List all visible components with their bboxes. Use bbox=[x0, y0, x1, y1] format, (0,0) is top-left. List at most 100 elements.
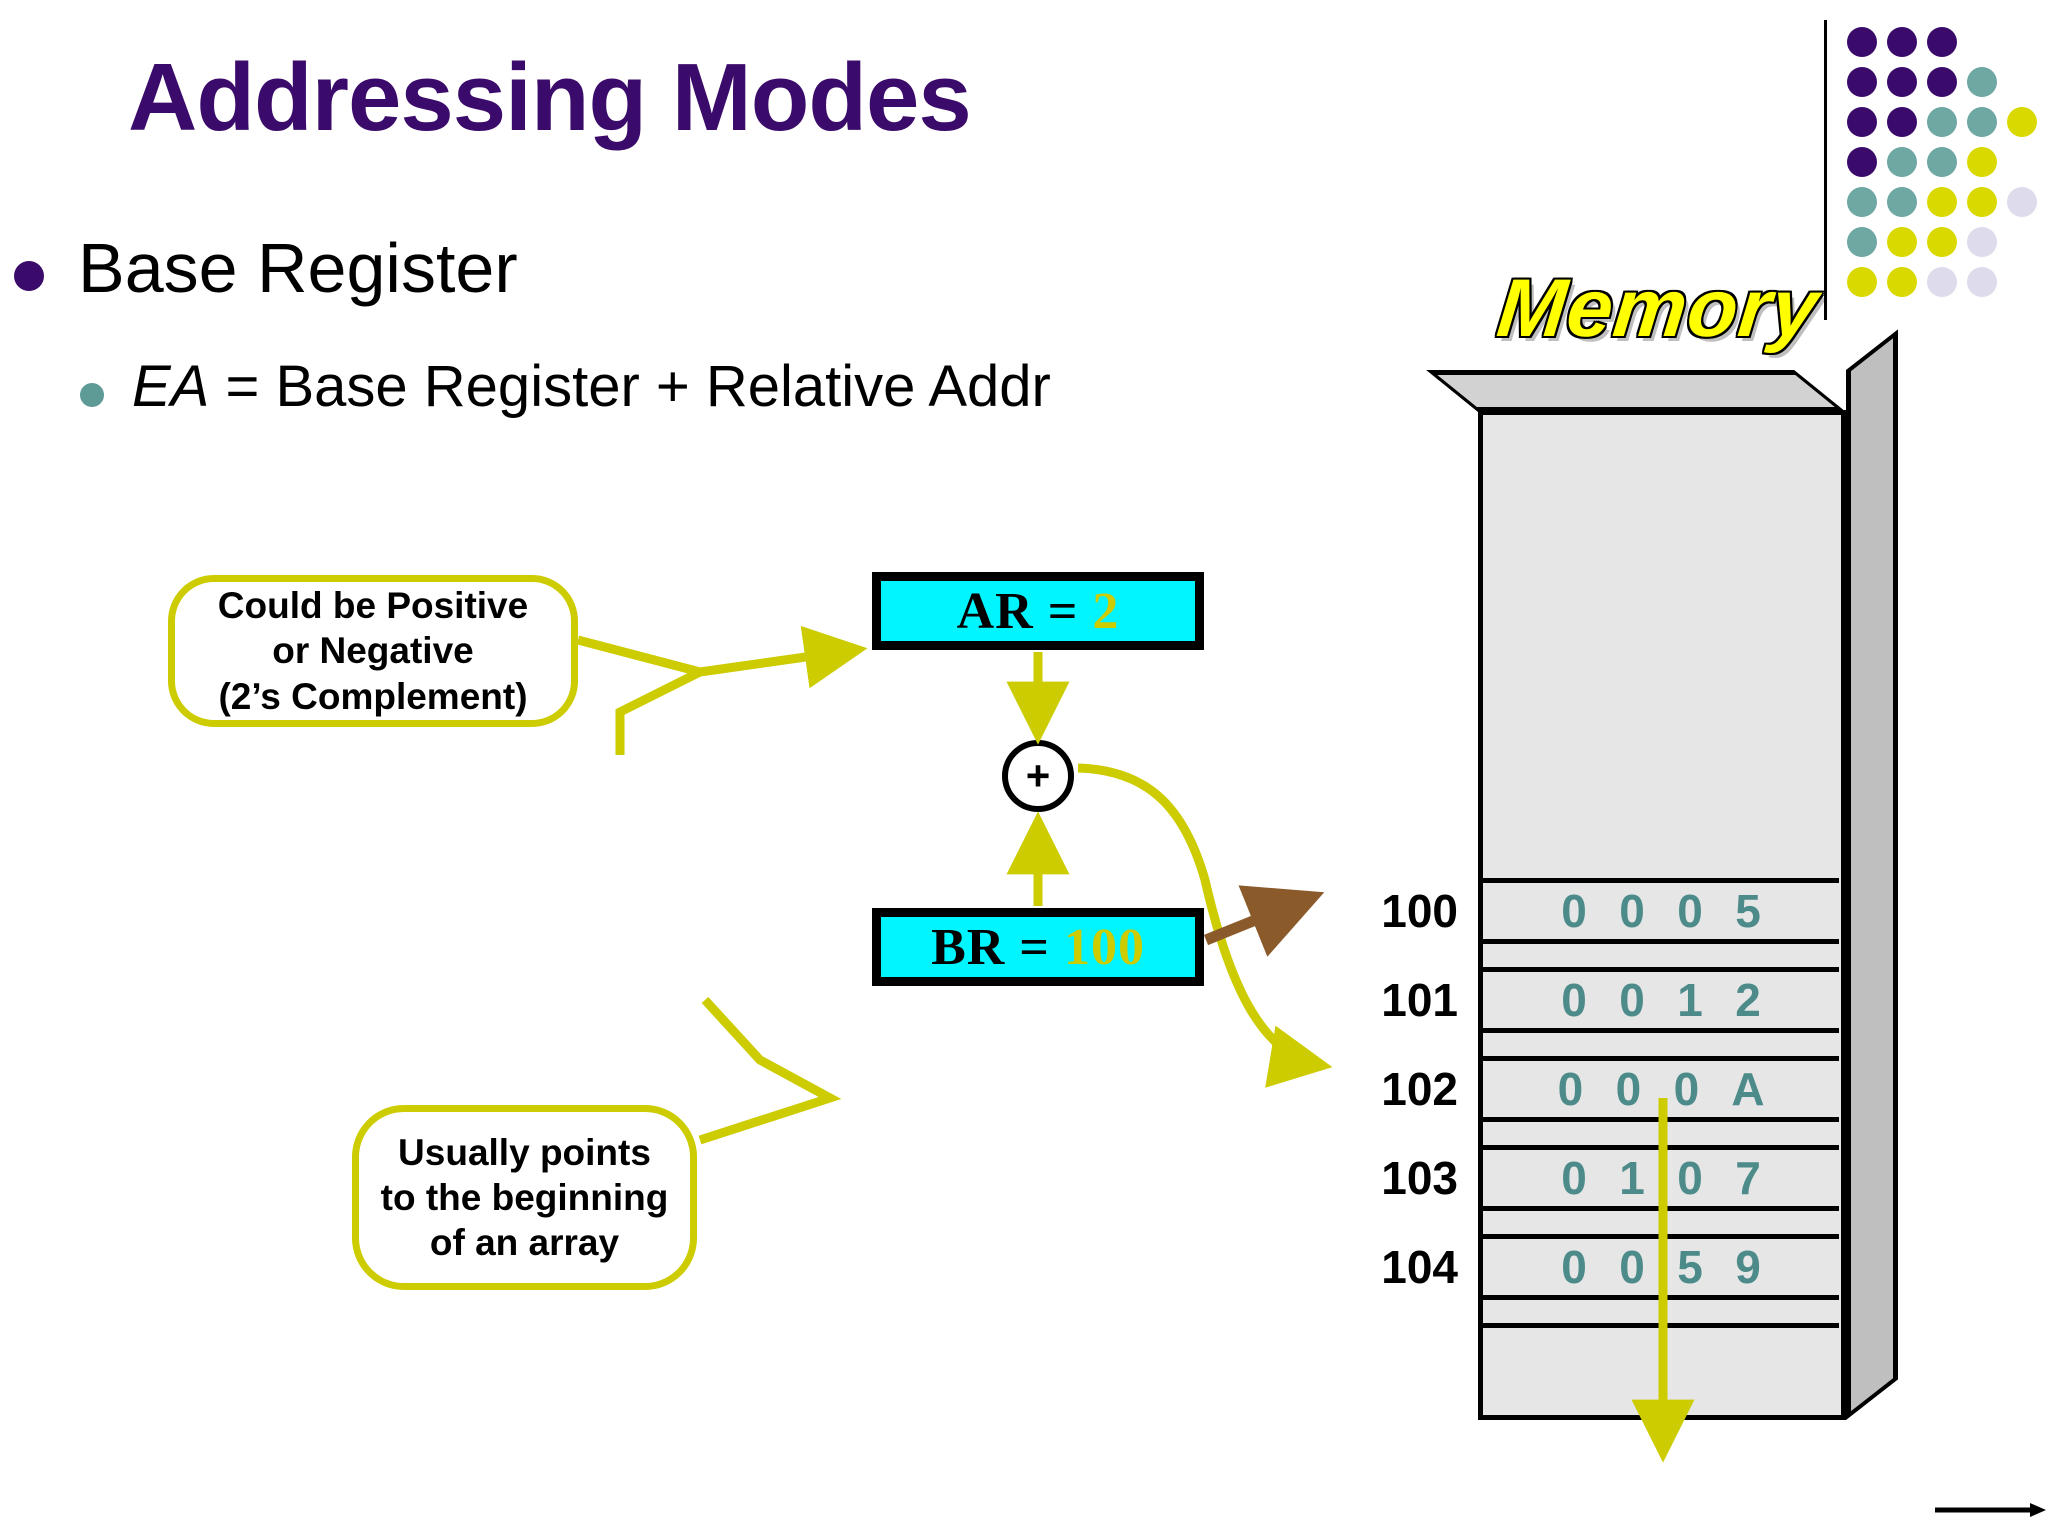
register-ar-value: 2 bbox=[1092, 582, 1120, 640]
memory-nibble: 0 bbox=[1673, 1063, 1700, 1115]
memory-nibble: 1 bbox=[1619, 1152, 1645, 1204]
dot-grid-logo bbox=[1842, 22, 2042, 302]
logo-dot-yellow bbox=[2007, 107, 2037, 137]
logo-dot-row bbox=[1842, 62, 2042, 102]
arrow-br-to-address-100 bbox=[1203, 885, 1325, 957]
memory-nibble: 5 bbox=[1735, 885, 1761, 937]
logo-dot-lavender bbox=[1967, 267, 1997, 297]
callout-line: of an array bbox=[429, 1222, 620, 1264]
logo-dot-purple bbox=[1927, 27, 1957, 57]
callout-line: or Negative bbox=[272, 630, 474, 672]
register-br-value: 100 bbox=[1063, 918, 1145, 976]
logo-dot-teal bbox=[1847, 187, 1877, 217]
logo-dot-yellow bbox=[1927, 227, 1957, 257]
memory-title: Memory bbox=[1493, 263, 1824, 354]
memory-nibble: 0 bbox=[1619, 885, 1645, 937]
memory-cell-blank bbox=[1483, 1323, 1839, 1389]
callout-ar-tail bbox=[576, 635, 713, 755]
logo-dot-teal bbox=[1927, 107, 1957, 137]
logo-dot-lavender bbox=[1927, 267, 1957, 297]
logo-dot-purple bbox=[1847, 27, 1877, 57]
logo-dot-teal bbox=[1967, 107, 1997, 137]
memory-address-label-100: 100 bbox=[1381, 885, 1458, 937]
memory-nibble: 1 bbox=[1677, 974, 1703, 1026]
callout-line: Usually points bbox=[398, 1131, 651, 1173]
logo-dot-purple bbox=[1927, 67, 1957, 97]
register-box-ar: AR = 2 bbox=[872, 572, 1204, 650]
memory-nibble: 0 bbox=[1561, 1152, 1587, 1204]
bottom-right-arrow-head bbox=[2030, 1503, 2046, 1517]
logo-dot-purple bbox=[1847, 147, 1877, 177]
callout-br-tail bbox=[698, 996, 842, 1145]
memory-block-side-face bbox=[1846, 329, 1898, 1420]
memory-nibble: 0 bbox=[1561, 885, 1587, 937]
page-title: Addressing Modes bbox=[128, 44, 972, 151]
logo-dot-purple bbox=[1887, 67, 1917, 97]
logo-dot-yellow bbox=[1967, 147, 1997, 177]
logo-dot-row bbox=[1842, 142, 2042, 182]
logo-dot-purple bbox=[1847, 67, 1877, 97]
callout-line: Could be Positive bbox=[217, 585, 529, 627]
callout-line: (2’s Complement) bbox=[218, 675, 528, 717]
logo-dot-lavender bbox=[2007, 187, 2037, 217]
memory-nibble: 0 bbox=[1619, 974, 1645, 1026]
memory-address-label-102: 102 bbox=[1381, 1063, 1458, 1115]
bullet-level2: EA = Base Register + Relative Addr bbox=[80, 355, 1051, 419]
memory-address-label-101: 101 bbox=[1381, 974, 1458, 1026]
logo-dot-yellow bbox=[1967, 187, 1997, 217]
logo-dot-yellow bbox=[1847, 267, 1877, 297]
logo-dot-teal bbox=[1927, 147, 1957, 177]
logo-dot-purple bbox=[1887, 107, 1917, 137]
ea-term: EA bbox=[132, 354, 210, 419]
memory-nibble: 0 bbox=[1619, 1241, 1645, 1293]
bullet-dot-level2-icon bbox=[80, 383, 104, 407]
register-br-label: BR = bbox=[931, 918, 1050, 976]
logo-dot-purple bbox=[1847, 107, 1877, 137]
logo-dot-purple bbox=[1887, 27, 1917, 57]
logo-dot-yellow bbox=[1887, 267, 1917, 297]
logo-dot-teal bbox=[1847, 227, 1877, 257]
logo-dot-teal bbox=[1887, 187, 1917, 217]
bullet-level1: Base Register bbox=[14, 230, 518, 307]
logo-dot-lavender bbox=[1967, 227, 1997, 257]
plus-icon: + bbox=[1025, 752, 1051, 799]
memory-nibble: 7 bbox=[1735, 1152, 1761, 1204]
logo-dot-teal bbox=[1887, 147, 1917, 177]
adder-node: + bbox=[1002, 740, 1074, 812]
register-ar-label: AR = bbox=[956, 582, 1079, 640]
memory-nibble: 0 bbox=[1615, 1063, 1642, 1115]
memory-nibble: 0 bbox=[1557, 1063, 1584, 1115]
logo-vertical-line bbox=[1824, 20, 1827, 320]
logo-dot-row bbox=[1842, 102, 2042, 142]
logo-dot-teal bbox=[1967, 67, 1997, 97]
callout-ar-pointer bbox=[699, 625, 868, 689]
logo-dot-empty bbox=[2007, 27, 2037, 57]
memory-nibble: 0 bbox=[1677, 885, 1703, 937]
memory-nibble: 0 bbox=[1561, 974, 1587, 1026]
callout-line: to the beginning bbox=[380, 1176, 669, 1218]
memory-nibble: 9 bbox=[1735, 1241, 1761, 1293]
logo-dot-row bbox=[1842, 22, 2042, 62]
ea-equation: = Base Register + Relative Addr bbox=[209, 354, 1051, 419]
logo-dot-empty bbox=[2007, 67, 2037, 97]
bullet-dot-level1-icon bbox=[14, 260, 44, 291]
memory-address-label-104: 104 bbox=[1381, 1241, 1458, 1293]
logo-dot-empty bbox=[2007, 147, 2037, 177]
memory-nibble: 5 bbox=[1677, 1241, 1703, 1293]
bullet-level2-label: EA = Base Register + Relative Addr bbox=[132, 355, 1051, 419]
logo-dot-empty bbox=[2007, 267, 2037, 297]
logo-dot-yellow bbox=[1887, 227, 1917, 257]
memory-nibble: 0 bbox=[1561, 1241, 1587, 1293]
memory-nibble: A bbox=[1731, 1063, 1765, 1115]
logo-dot-row bbox=[1842, 222, 2042, 262]
bullet-level1-label: Base Register bbox=[78, 229, 518, 307]
